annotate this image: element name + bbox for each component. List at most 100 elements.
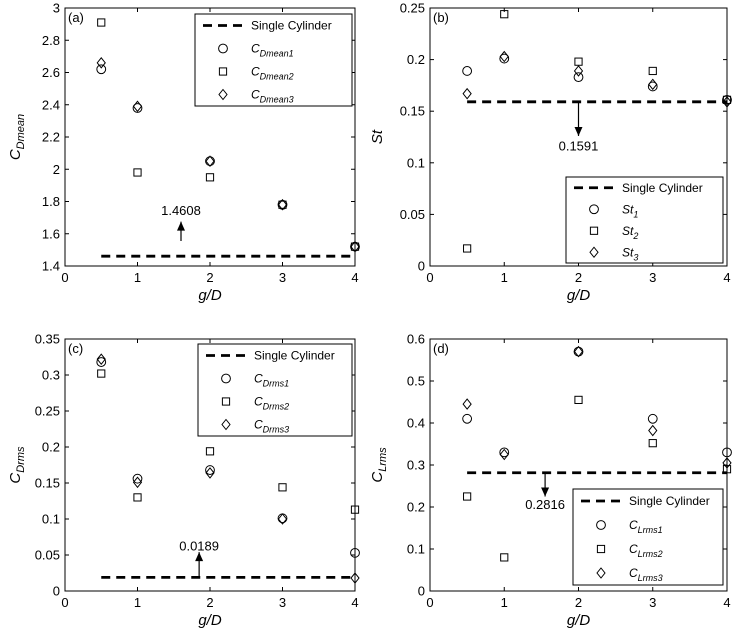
data-point-diamond — [462, 398, 472, 410]
y-tick-label: 2.6 — [42, 65, 60, 80]
data-point-circle — [499, 53, 510, 64]
x-axis-label: g/D — [198, 612, 222, 629]
data-point-circle — [96, 64, 107, 75]
data-point-square — [278, 483, 287, 492]
legend-marker-square — [589, 226, 599, 235]
label-main: C — [254, 372, 263, 386]
legend-entry-label: CDmean2 — [251, 65, 294, 82]
data-point-square — [97, 18, 106, 27]
label-main: C — [629, 542, 638, 556]
y-tick-label: 0.3 — [42, 368, 60, 383]
x-tick-label: 2 — [575, 270, 582, 285]
legend-marker-circle — [589, 204, 599, 215]
data-point-circle — [647, 413, 658, 424]
series-1 — [96, 357, 360, 558]
label-subscript: Drms — [15, 446, 27, 473]
data-point-square — [500, 553, 509, 562]
y-axis-label: CDrms — [7, 446, 27, 484]
data-point-diamond — [96, 353, 106, 365]
label-subscript: Lrms2 — [638, 549, 663, 559]
label-subscript: Lrms3 — [638, 573, 663, 583]
label-main: C — [254, 418, 263, 432]
y-tick-label: 1.4 — [42, 259, 60, 274]
label-subscript: Drms2 — [263, 402, 290, 412]
y-tick-label: 0.1 — [407, 542, 425, 557]
panel-label: (d) — [433, 341, 449, 356]
y-tick-label: 0.2 — [407, 500, 425, 515]
y-tick-label: 0.2 — [42, 440, 60, 455]
x-tick-label: 3 — [649, 595, 656, 610]
legend-marker-circle — [218, 43, 228, 54]
data-point-diamond — [205, 155, 215, 167]
data-point-circle — [462, 413, 473, 424]
y-tick-label: 1.8 — [42, 194, 60, 209]
x-tick-label: 0 — [426, 595, 433, 610]
legend-box — [565, 176, 724, 264]
data-point-diamond — [132, 476, 143, 489]
y-tick-label: 0 — [418, 259, 425, 274]
data-point-diamond — [573, 65, 584, 77]
y-axis-label-group: CDrms — [7, 446, 27, 484]
label-main: St — [622, 245, 634, 259]
legend-entry-label: CDrms3 — [254, 418, 289, 435]
data-point-circle — [499, 447, 510, 458]
annotation-label: 1.4608 — [161, 203, 201, 218]
data-point-diamond — [462, 87, 472, 100]
series-2 — [463, 10, 732, 253]
y-tick-label: 0 — [418, 584, 425, 599]
x-tick-label: 1 — [134, 595, 141, 610]
data-point-diamond — [132, 100, 143, 113]
label-subscript: 1 — [633, 209, 638, 219]
x-tick-label: 4 — [723, 270, 730, 285]
data-point-square — [350, 505, 360, 514]
y-tick-label: 0.5 — [407, 374, 425, 389]
data-point-circle — [205, 465, 215, 475]
y-tick-label: 0.25 — [35, 404, 60, 419]
legend-entry-label: CDrms2 — [254, 395, 289, 412]
x-tick-label: 2 — [206, 270, 213, 285]
label-main: St — [622, 202, 634, 216]
data-point-diamond — [722, 96, 732, 108]
legend-marker-diamond — [589, 246, 599, 259]
data-point-square — [722, 465, 732, 474]
legend-entry-label: Single Cylinder — [622, 181, 703, 195]
y-axis-label-group: St — [369, 129, 386, 144]
data-point-square — [205, 447, 215, 456]
x-tick-label: 0 — [61, 595, 68, 610]
label-subscript: 2 — [632, 231, 638, 241]
panel-label: (b) — [433, 10, 449, 25]
data-point-square — [133, 168, 142, 177]
x-tick-label: 4 — [351, 270, 358, 285]
x-axis-label: g/D — [567, 287, 591, 304]
data-point-circle — [462, 66, 473, 76]
x-tick-label: 3 — [279, 595, 286, 610]
label-main: C — [629, 518, 638, 532]
y-tick-label: 0.25 — [400, 1, 425, 16]
x-tick-label: 0 — [426, 270, 433, 285]
x-axis-label: g/D — [198, 287, 222, 304]
x-tick-label: 3 — [649, 270, 656, 285]
data-point-square — [205, 173, 215, 182]
legend-entry-label: CDrms1 — [254, 372, 289, 389]
y-tick-label: 0.05 — [35, 548, 60, 563]
data-point-diamond — [277, 198, 288, 211]
series-1 — [462, 53, 732, 105]
label-main: C — [251, 88, 260, 102]
series-3 — [96, 57, 360, 253]
label-main: C — [629, 566, 638, 580]
data-point-circle — [132, 473, 143, 484]
label-main: C — [7, 149, 24, 160]
legend-marker-diamond — [221, 418, 231, 431]
label-subscript: Dmean2 — [260, 72, 294, 82]
data-point-circle — [722, 94, 732, 105]
label-subscript: Lrms — [377, 447, 389, 472]
legend-marker-square — [218, 67, 228, 76]
data-point-square — [648, 439, 657, 448]
data-point-circle — [350, 547, 360, 558]
x-tick-label: 1 — [501, 595, 508, 610]
